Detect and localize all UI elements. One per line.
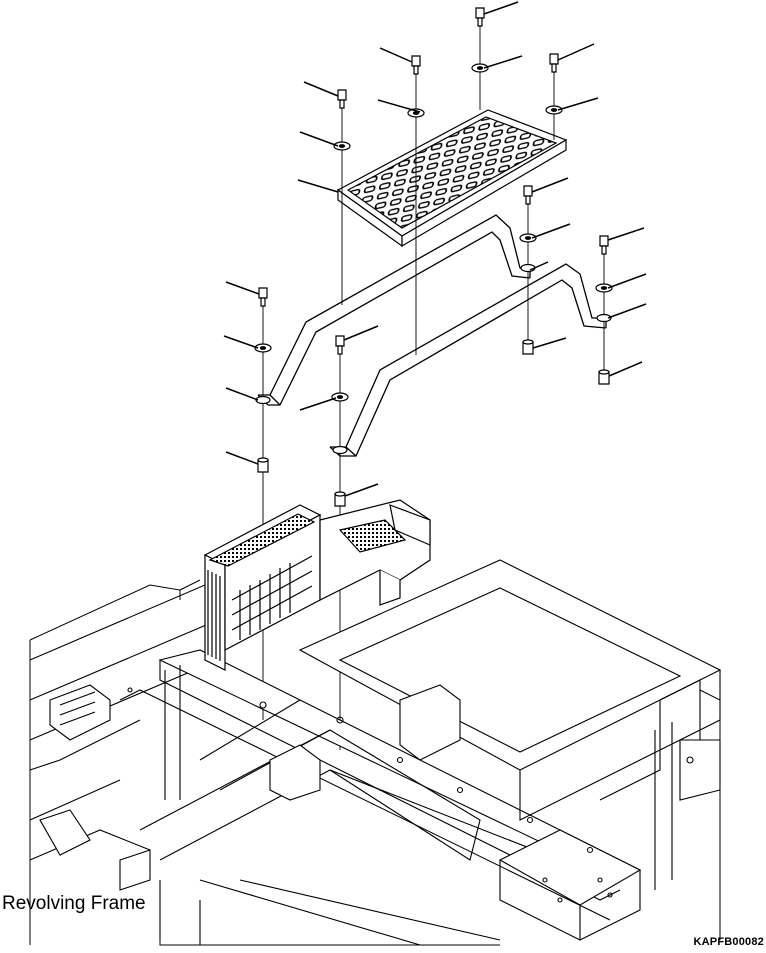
washer-icon [332, 393, 348, 401]
bolts [259, 8, 608, 354]
spacers [258, 340, 609, 506]
frame-outline-left [30, 580, 720, 945]
leader-lines [224, 2, 646, 496]
step-bracket-right [330, 264, 606, 456]
washer-icon [546, 106, 562, 114]
washers [255, 64, 612, 454]
bolt-icon [336, 336, 344, 354]
washer-icon [255, 344, 271, 352]
revolving-frame [30, 510, 720, 945]
bolt-icon [476, 8, 484, 26]
washer-icon [256, 265, 611, 454]
spacer-icon [599, 370, 609, 384]
washer-icon [520, 234, 536, 242]
washer-icon [472, 64, 488, 72]
step-plate [338, 110, 566, 246]
bolt-icon [259, 288, 267, 306]
step-box [205, 500, 430, 670]
bolt-icon [524, 186, 532, 204]
spacer-icon [258, 458, 268, 472]
bolt-icon [412, 56, 420, 74]
washer-icon [408, 109, 424, 117]
drawing-code: KAPFB00082 [693, 936, 764, 948]
bolt-icon [338, 90, 346, 108]
step-bracket-left [258, 215, 530, 405]
washer-icon [596, 284, 612, 292]
washer-icon [334, 142, 350, 150]
bolt-icon [600, 236, 608, 254]
diagram-title: Revolving Frame [2, 893, 146, 914]
spacer-icon [335, 492, 345, 506]
spacer-icon [523, 340, 533, 354]
bolt-icon [550, 54, 558, 72]
